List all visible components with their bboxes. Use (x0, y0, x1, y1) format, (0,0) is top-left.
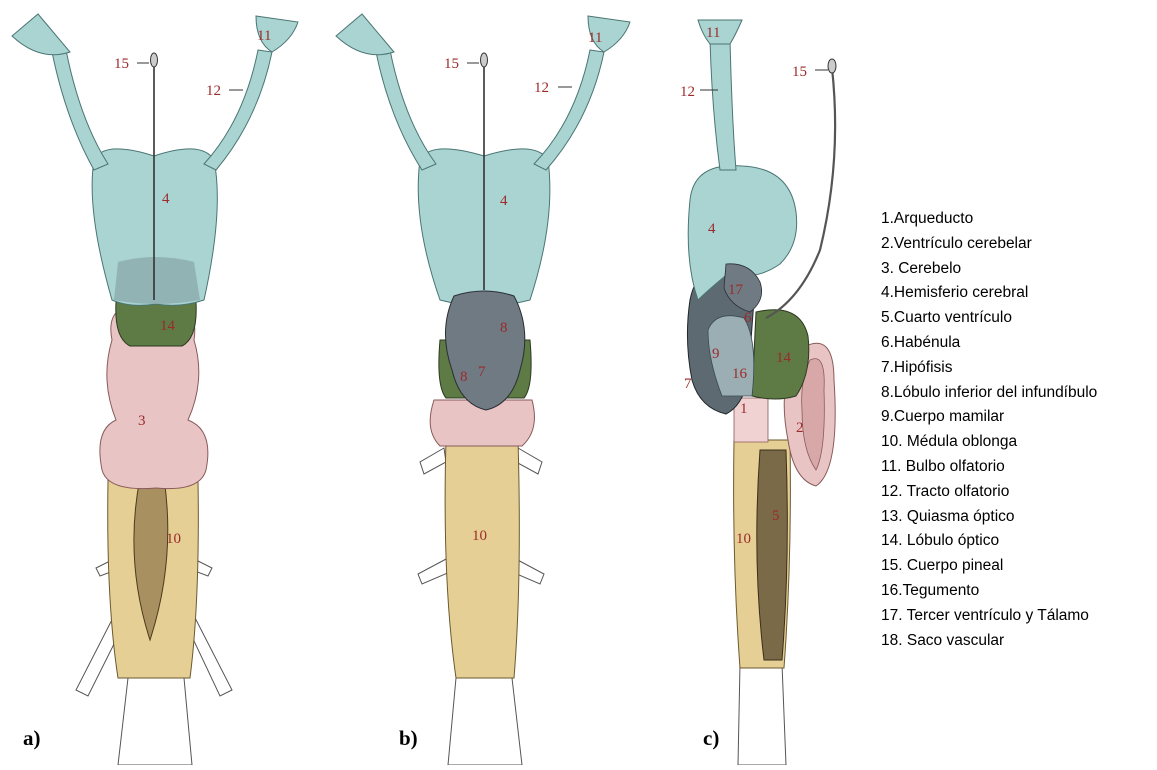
legend-item: 4.Hemisferio cerebral (881, 281, 1097, 306)
pineal-body (481, 53, 488, 67)
label-4: 4 (162, 191, 170, 207)
legend-item: 18. Saco vascular (881, 629, 1097, 654)
label-8-lower: 8 (460, 369, 468, 385)
spinal-cord (448, 678, 522, 765)
legend-item: 8.Lóbulo inferior del infundíbulo (881, 381, 1097, 406)
legend-item: 12. Tracto olfatorio (881, 480, 1097, 505)
panel-label-c: c) (703, 726, 719, 751)
legend-item: 11. Bulbo olfatorio (881, 455, 1097, 480)
olfactory-tract (710, 40, 736, 170)
label-12: 12 (206, 83, 221, 99)
olfactory-tract-right (534, 50, 604, 170)
label-10: 10 (472, 528, 487, 544)
legend-item: 10. Médula oblonga (881, 430, 1097, 455)
label-2: 2 (796, 420, 804, 436)
legend-item: 16.Tegumento (881, 579, 1097, 604)
spinal-cord (118, 678, 192, 765)
hemisphere-shadow (114, 257, 200, 304)
panel-label-a: a) (23, 726, 41, 751)
label-8-upper: 8 (500, 320, 508, 336)
spinal-cord (738, 664, 786, 765)
legend-item: 15. Cuerpo pineal (881, 554, 1097, 579)
label-11: 11 (706, 25, 720, 41)
label-16: 16 (732, 366, 748, 382)
legend-item: 6.Habénula (881, 331, 1097, 356)
medulla-oblongata (445, 440, 519, 678)
label-3: 3 (138, 413, 146, 429)
legend-item: 7.Hipófisis (881, 356, 1097, 381)
olfactory-tract-right (204, 50, 272, 170)
legend-item: 1.Arqueducto (881, 207, 1097, 232)
panel-c-figure: 11 12 15 4 17 6 9 16 14 7 1 2 5 10 (680, 20, 836, 765)
label-1: 1 (740, 401, 748, 417)
label-17: 17 (728, 282, 744, 298)
legend-item: 13. Quiasma óptico (881, 505, 1097, 530)
legend-item: 5.Cuarto ventrículo (881, 306, 1097, 331)
label-12: 12 (534, 80, 549, 96)
label-15: 15 (114, 56, 129, 72)
olfactory-tract-left (376, 50, 436, 170)
label-14: 14 (776, 350, 792, 366)
label-5: 5 (772, 508, 780, 524)
label-15: 15 (792, 64, 807, 80)
fourth-ventricle (757, 450, 788, 660)
label-12: 12 (680, 84, 695, 100)
panel-b-figure: 15 12 11 4 8 8 7 10 (336, 14, 630, 765)
legend-item: 14. Lóbulo óptico (881, 529, 1097, 554)
panel-a-figure: 15 12 11 4 14 3 10 (12, 14, 298, 765)
optic-lobe (116, 302, 196, 346)
label-4: 4 (500, 193, 508, 209)
panel-label-b: b) (399, 726, 418, 751)
legend-list: 1.Arqueducto 2.Ventrículo cerebelar 3. C… (881, 207, 1097, 653)
legend-item: 17. Tercer ventrículo y Tálamo (881, 604, 1097, 629)
olfactory-bulb-left (336, 14, 394, 55)
label-11: 11 (588, 30, 602, 46)
label-10: 10 (736, 531, 751, 547)
pineal-body (151, 53, 158, 67)
olfactory-tract-left (52, 50, 108, 170)
legend-item: 9.Cuerpo mamilar (881, 405, 1097, 430)
legend-item: 2.Ventrículo cerebelar (881, 232, 1097, 257)
label-6: 6 (744, 310, 752, 326)
label-7: 7 (684, 376, 692, 392)
label-14: 14 (160, 318, 176, 334)
olfactory-bulb-left (12, 14, 70, 55)
label-10: 10 (166, 531, 181, 547)
legend-item: 3. Cerebelo (881, 257, 1097, 282)
label-11: 11 (257, 28, 271, 44)
pineal-body (828, 59, 836, 73)
label-9: 9 (712, 346, 720, 362)
label-4: 4 (708, 221, 716, 237)
label-15: 15 (444, 56, 459, 72)
label-7: 7 (478, 364, 486, 380)
